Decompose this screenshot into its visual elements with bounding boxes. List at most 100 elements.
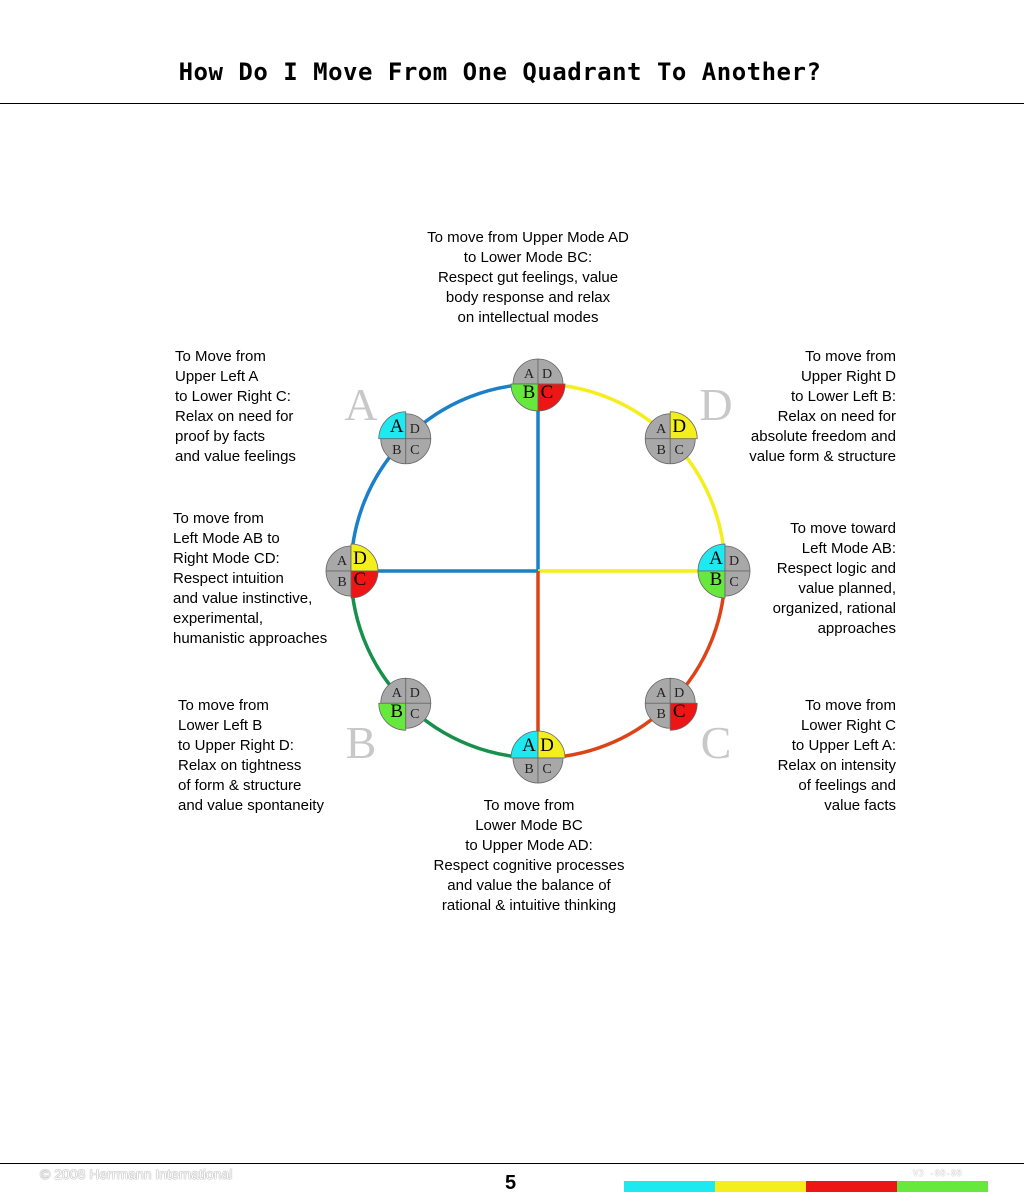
quadrant-letter-c: C <box>701 717 732 768</box>
node-right-letter-d: D <box>729 554 739 569</box>
node-left-quadrant-b <box>325 570 352 597</box>
node-bottom-letter-b: B <box>524 762 533 777</box>
node-top-quadrant-d <box>537 358 564 385</box>
node-bottom-quadrant-c <box>537 757 564 784</box>
node-bottom-letter-c: C <box>542 762 551 777</box>
node-upper-left-quadrant-c <box>405 438 432 465</box>
node-upper-right-letter-c: C <box>675 443 684 458</box>
node-upper-left-quadrant-b <box>380 438 407 465</box>
note-upper-left: To Move from Upper Left A to Lower Right… <box>175 348 296 465</box>
node-lower-left-letter-a: A <box>392 686 403 701</box>
quadrant-letter-b: B <box>346 717 377 768</box>
node-bottom-letter-a: A <box>522 735 536 756</box>
node-upper-left-quadrant-a <box>378 411 407 440</box>
footer-color-bar-green <box>897 1181 988 1192</box>
node-top-quadrant-a <box>512 358 539 385</box>
node-lower-right-quadrant-a <box>644 677 671 704</box>
node-upper-left-quadrant-d <box>405 413 432 440</box>
footer-divider <box>0 1163 1024 1164</box>
node-left-quadrant-a <box>325 545 352 572</box>
node-upper-right-quadrant-b <box>644 438 671 465</box>
node-lower-right-quadrant-b <box>644 702 671 729</box>
node-upper-right-letter-b: B <box>657 443 666 458</box>
node-lower-left-quadrant-a <box>380 677 407 704</box>
node-right-quadrant-c <box>724 570 751 597</box>
node-lower-left-letter-d: D <box>410 686 420 701</box>
title-divider <box>0 103 1024 104</box>
node-right-letter-b: B <box>710 569 723 590</box>
note-lower-left: To move from Lower Left B to Upper Right… <box>178 697 324 814</box>
node-upper-right-letter-d: D <box>672 416 686 437</box>
node-top-letter-d: D <box>542 367 552 382</box>
node-bottom-letter-d: D <box>540 735 554 756</box>
node-right-quadrant-d <box>724 545 751 572</box>
footer-color-bar-cyan <box>624 1181 715 1192</box>
node-top-letter-a: A <box>524 367 535 382</box>
node-lower-right-quadrant-d <box>669 677 696 704</box>
node-upper-left-letter-c: C <box>410 443 419 458</box>
footer-color-bar-yellow <box>715 1181 806 1192</box>
node-left-letter-a: A <box>337 554 348 569</box>
node-lower-right-letter-a: A <box>656 686 667 701</box>
node-left-quadrant-c <box>350 570 379 599</box>
node-lower-left-quadrant-c <box>405 702 432 729</box>
page-number: 5 <box>505 1172 517 1194</box>
node-lower-left-letter-b: B <box>390 701 403 722</box>
arc-quadrant-b <box>349 570 539 760</box>
node-left-letter-c: C <box>354 569 367 590</box>
quadrant-letter-d: D <box>699 379 732 430</box>
node-left-letter-b: B <box>337 575 346 590</box>
version-text: V3 -08-08 <box>913 1169 962 1179</box>
node-left-letter-d: D <box>353 548 367 569</box>
node-lower-right-letter-b: B <box>657 707 666 722</box>
footer-color-bar-red <box>806 1181 897 1192</box>
node-lower-right-letter-c: C <box>673 701 686 722</box>
note-top: To move from Upper Mode AD to Lower Mode… <box>427 229 629 326</box>
node-bottom-quadrant-a <box>510 730 539 759</box>
node-upper-right-letter-a: A <box>656 422 667 437</box>
node-right-letter-c: C <box>729 575 738 590</box>
note-upper-right: To move from Upper Right D to Lower Left… <box>749 348 896 465</box>
node-lower-left-letter-c: C <box>410 707 419 722</box>
note-bottom: To move from Lower Mode BC to Upper Mode… <box>433 797 625 914</box>
diagram-spokes <box>351 384 725 758</box>
note-left: To move from Left Mode AB to Right Mode … <box>173 510 328 647</box>
arc-quadrant-c <box>537 570 727 760</box>
quadrant-letter-a: A <box>344 379 377 430</box>
node-upper-left-letter-b: B <box>392 443 401 458</box>
node-bottom-quadrant-b <box>512 757 539 784</box>
node-upper-right-quadrant-a <box>644 413 671 440</box>
node-right-quadrant-a <box>697 543 726 572</box>
node-right-letter-a: A <box>709 548 723 569</box>
node-upper-right-quadrant-c <box>669 438 696 465</box>
node-lower-left-quadrant-b <box>378 702 407 731</box>
node-top-letter-b: B <box>523 382 536 403</box>
copyright-text: © 2008 Herrmann International <box>40 1166 233 1182</box>
arc-quadrant-d <box>537 382 727 572</box>
node-upper-left-letter-d: D <box>410 422 420 437</box>
note-right: To move toward Left Mode AB: Respect log… <box>772 520 896 637</box>
note-lower-right: To move from Lower Right C to Upper Left… <box>777 697 896 814</box>
node-lower-left-quadrant-d <box>405 677 432 704</box>
node-top-letter-c: C <box>541 382 554 403</box>
quadrant-letters: A D B C <box>344 379 732 768</box>
node-top-quadrant-c <box>537 383 566 412</box>
arc-quadrant-a <box>349 382 539 572</box>
node-left-quadrant-d <box>350 543 379 572</box>
node-lower-right-quadrant-c <box>669 702 698 731</box>
node-bottom-quadrant-d <box>537 730 566 759</box>
page-title: How Do I Move From One Quadrant To Anoth… <box>178 58 822 86</box>
node-lower-right-letter-d: D <box>674 686 684 701</box>
node-upper-right-quadrant-d <box>669 411 698 440</box>
node-upper-left-letter-a: A <box>390 416 404 437</box>
node-top-quadrant-b <box>510 383 539 412</box>
